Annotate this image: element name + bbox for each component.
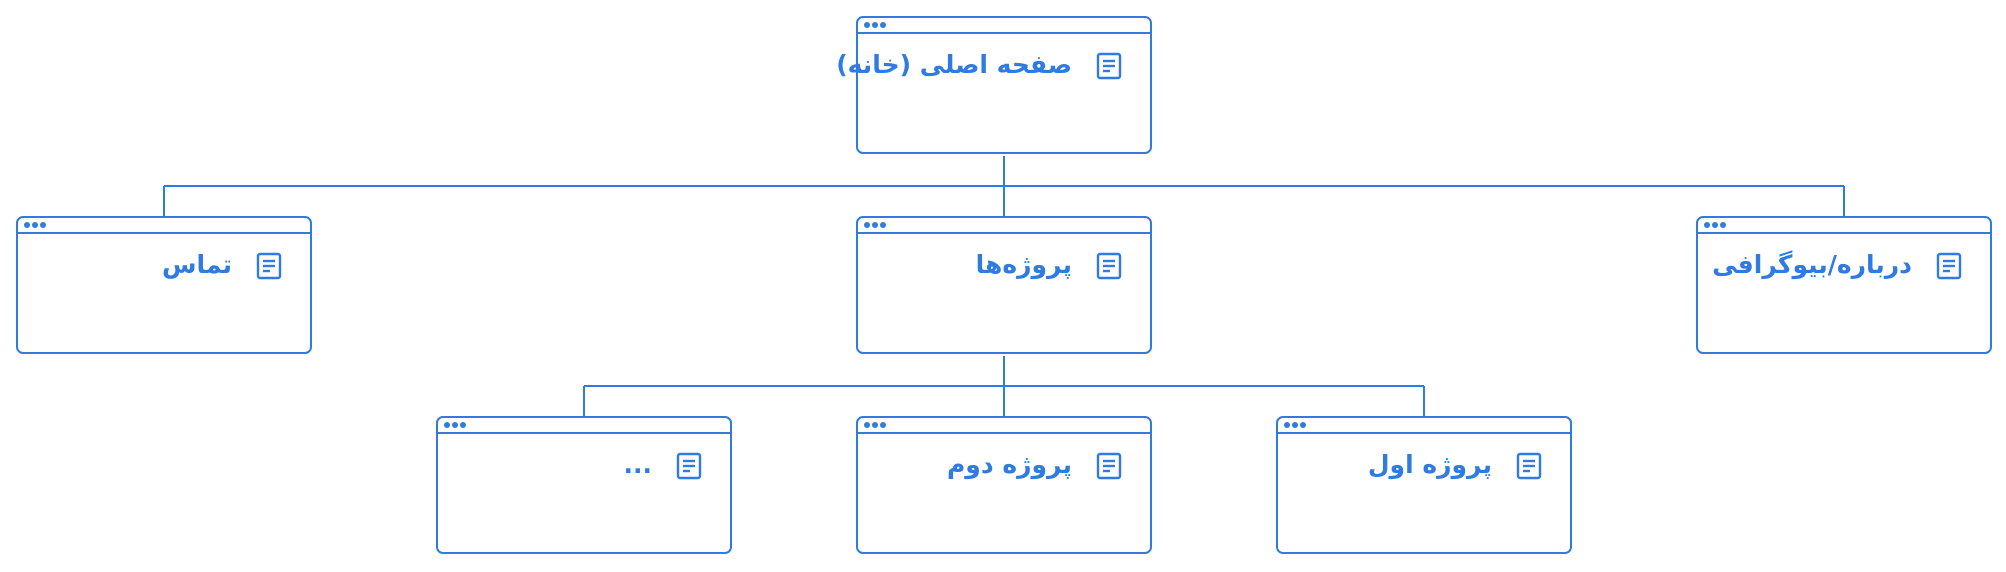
- window-dot: [880, 22, 886, 28]
- window-dot: [1292, 422, 1298, 428]
- page-node-label: تماس: [161, 250, 232, 279]
- window-dot: [880, 222, 886, 228]
- window-dot: [1712, 222, 1718, 228]
- page-node-projects[interactable]: پروژه‌ها: [856, 216, 1152, 354]
- document-icon: [676, 452, 702, 480]
- page-node-label: ...: [623, 450, 653, 479]
- connector-home-to-level1: [163, 156, 1845, 216]
- page-node-label: درباره/بیوگرافی: [1712, 250, 1912, 279]
- document-icon: [1096, 452, 1122, 480]
- window-dot: [1284, 422, 1290, 428]
- page-node-project-one[interactable]: پروژه اول: [1276, 416, 1572, 554]
- window-dot: [460, 422, 466, 428]
- document-icon: [1096, 252, 1122, 280]
- window-dot: [872, 22, 878, 28]
- window-dot: [1300, 422, 1306, 428]
- page-node-more[interactable]: ...: [436, 416, 732, 554]
- window-dot: [32, 222, 38, 228]
- document-icon: [1936, 252, 1962, 280]
- window-titlebar: [858, 418, 1150, 434]
- window-dot: [452, 422, 458, 428]
- window-titlebar: [858, 18, 1150, 34]
- window-dot: [40, 222, 46, 228]
- page-node-contact[interactable]: تماس: [16, 216, 312, 354]
- window-titlebar: [1278, 418, 1570, 434]
- page-node-label: پروژه دوم: [946, 450, 1072, 479]
- window-dot: [864, 422, 870, 428]
- window-dot: [872, 222, 878, 228]
- page-node-label: پروژه اول: [1367, 450, 1492, 479]
- window-dot: [444, 422, 450, 428]
- page-node-label: پروژه‌ها: [975, 250, 1072, 279]
- document-icon: [1096, 52, 1122, 80]
- window-dot: [864, 222, 870, 228]
- page-node-about[interactable]: درباره/بیوگرافی: [1696, 216, 1992, 354]
- window-titlebar: [18, 218, 310, 234]
- window-dot: [880, 422, 886, 428]
- connector-projects-to-level2: [583, 356, 1425, 416]
- document-icon: [256, 252, 282, 280]
- window-dot: [1720, 222, 1726, 228]
- window-titlebar: [858, 218, 1150, 234]
- window-dot: [864, 22, 870, 28]
- page-node-home[interactable]: صفحه اصلی (خانه): [836, 16, 1152, 154]
- document-icon: [1516, 452, 1542, 480]
- page-node-label: صفحه اصلی (خانه): [836, 50, 1072, 79]
- window-titlebar: [1698, 218, 1990, 234]
- page-node-project-two[interactable]: پروژه دوم: [856, 416, 1152, 554]
- window-titlebar: [438, 418, 730, 434]
- window-dot: [24, 222, 30, 228]
- window-dot: [872, 422, 878, 428]
- window-dot: [1704, 222, 1710, 228]
